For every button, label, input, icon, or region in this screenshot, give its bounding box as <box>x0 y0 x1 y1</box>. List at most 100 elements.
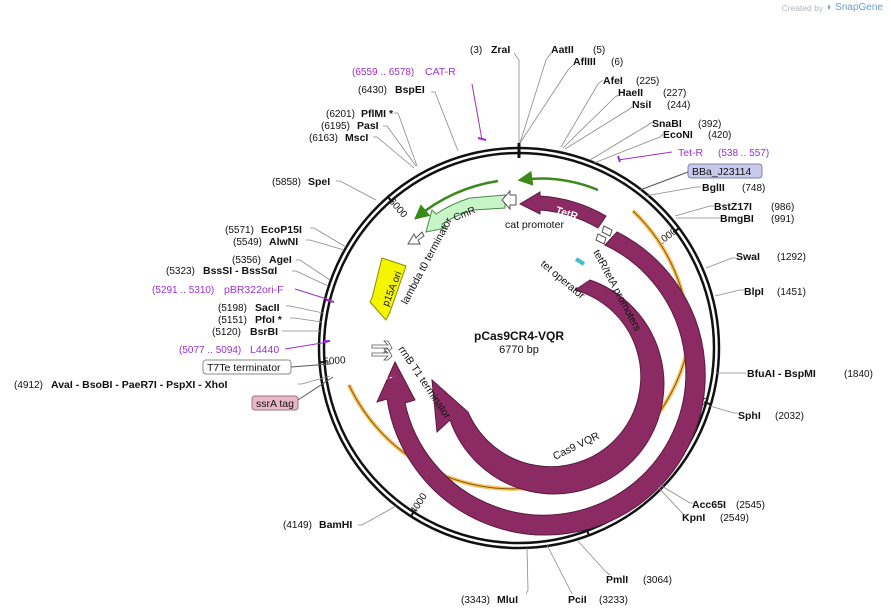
cat-promoter-glyph <box>501 189 517 211</box>
primer-name-l4440[interactable]: L4440 <box>250 344 279 356</box>
tick-mark <box>387 196 394 203</box>
site-name[interactable]: BlpI <box>744 286 764 298</box>
site-name[interactable]: PasI <box>357 120 379 132</box>
site-name[interactable]: AlwNI <box>269 236 298 248</box>
site-name[interactable]: SnaBI <box>652 118 682 130</box>
site-name[interactable]: HaeII <box>618 87 643 99</box>
site-name[interactable]: BstZ17I <box>714 201 752 213</box>
primer-arrow-tet-r <box>617 155 621 163</box>
site-pos: (2032) <box>775 411 804 422</box>
box-ssra-tag[interactable] <box>251 395 299 411</box>
site-pos: (3) <box>470 45 482 56</box>
tick-mark <box>410 509 416 517</box>
site-name[interactable]: PciI <box>568 594 587 606</box>
site-name[interactable]: PfoI * <box>255 314 283 326</box>
site-name[interactable]: BsrBI <box>250 326 278 338</box>
tick-mark <box>672 227 680 234</box>
site-name[interactable]: SphI <box>738 410 761 422</box>
site-name[interactable]: BglII <box>702 182 725 194</box>
tetr-feature-arrow[interactable] <box>518 191 607 229</box>
site-name[interactable]: AvaI - BsoBI - PaeR7I - PspXI - XhoI <box>51 379 227 391</box>
watermark-brand: SnapGene <box>835 2 883 13</box>
primer-leader-pbr322 <box>294 288 331 301</box>
site-pos: (225) <box>636 76 659 87</box>
teta-promoter-glyph <box>595 233 607 245</box>
site-name[interactable]: BssSI - BssSαI <box>203 265 277 277</box>
site-name[interactable]: AatII <box>551 44 574 56</box>
site-pos: (1451) <box>777 287 806 298</box>
primer-name-pbr322[interactable]: pBR322ori-F <box>224 284 284 296</box>
site-pos: (986) <box>771 202 794 213</box>
site-name[interactable]: AfeI <box>603 75 623 87</box>
box-bba-j23114[interactable] <box>687 163 763 179</box>
green-arrow-2 <box>414 179 499 220</box>
cas9-vqr-feature-arc[interactable] <box>431 279 665 495</box>
site-name[interactable]: NsiI <box>632 99 651 111</box>
tet-operator-glyph <box>574 257 586 266</box>
primer-leader-tet-r <box>617 151 673 161</box>
site-name[interactable]: SacII <box>255 302 280 314</box>
site-pos: (420) <box>708 130 731 141</box>
cas9-feature-break <box>421 436 430 447</box>
primer-arrow-cat-r <box>477 137 487 141</box>
site-name[interactable]: PmlI <box>606 574 628 586</box>
rrnb-terminator-glyphs <box>371 340 393 361</box>
tetr-promoter-glyph <box>601 225 613 237</box>
site-pos: (5571) <box>225 225 254 236</box>
site-pos: (1292) <box>777 252 806 263</box>
site-pos: (392) <box>698 119 721 130</box>
plasmid-length: 6770 bp <box>499 344 539 356</box>
site-name[interactable]: Acc65I <box>692 499 726 511</box>
primer-range-cat-r: (6559 .. 6578) <box>352 67 414 78</box>
tick-mark <box>703 401 712 406</box>
site-pos: (6201) <box>326 109 355 120</box>
p15a-ori-feature[interactable] <box>369 257 407 321</box>
site-pos: (3064) <box>643 575 672 586</box>
primer-name-tet-r[interactable]: Tet-R <box>678 147 704 159</box>
site-leader <box>513 52 520 143</box>
site-pos: (244) <box>667 100 690 111</box>
site-pos: (6) <box>611 57 623 68</box>
site-name[interactable]: BspEI <box>395 84 425 96</box>
box-leader-bba-j23114 <box>639 171 689 191</box>
site-name[interactable]: AflIII <box>573 56 596 68</box>
box-leader-t7te <box>290 363 331 368</box>
site-name[interactable]: EcoP15I <box>261 224 302 236</box>
site-pos: (2549) <box>720 513 749 524</box>
site-pos: (6195) <box>321 121 350 132</box>
site-pos: (6430) <box>358 85 387 96</box>
feature-label-cat-promoter: cat promoter <box>505 219 564 231</box>
site-name[interactable]: AgeI <box>269 254 292 266</box>
site-name[interactable]: BamHI <box>319 519 352 531</box>
site-name[interactable]: SpeI <box>308 176 330 188</box>
cas9-feature-arc[interactable] <box>376 231 706 536</box>
site-pos: (5151) <box>218 315 247 326</box>
primer-leader-cat-r <box>471 83 483 141</box>
cas9-feature-break-2 <box>377 376 395 381</box>
site-name[interactable]: MscI <box>345 132 368 144</box>
site-name[interactable]: ZraI <box>491 44 510 56</box>
box-label-bba-j23114: BBa_J23114 <box>692 166 752 178</box>
site-name[interactable]: BfuAI - BspMI <box>747 368 816 380</box>
site-pos: (4149) <box>283 520 312 531</box>
feature-label-tet-operator: tet operator <box>538 258 587 302</box>
site-name[interactable]: EcoNI <box>663 129 693 141</box>
restriction-sites: (3) ZraI AatII (5) AflIII (6) AfeI (225)… <box>14 44 873 606</box>
site-name[interactable]: SwaI <box>736 251 760 263</box>
tick-mark <box>319 360 327 364</box>
primer-name-cat-r[interactable]: CAT-R <box>425 66 456 78</box>
site-pos: (5549) <box>233 237 262 248</box>
site-name[interactable]: BmgBI <box>720 213 754 225</box>
plasmid-name: pCas9CR4-VQR <box>474 329 564 343</box>
site-pos: (5) <box>593 45 605 56</box>
site-name[interactable]: KpnI <box>682 512 705 524</box>
cmr-feature-arrow[interactable] <box>425 194 506 233</box>
tick-label: 5000 <box>323 355 346 368</box>
green-arrow-1 <box>517 170 599 192</box>
lambda-terminator-glyph <box>407 231 425 245</box>
site-name[interactable]: PflMI * <box>361 108 394 120</box>
snapgene-logo-icon: ◗ <box>826 2 833 13</box>
watermark-prefix: Created by <box>781 2 824 13</box>
site-name[interactable]: MluI <box>497 594 518 606</box>
